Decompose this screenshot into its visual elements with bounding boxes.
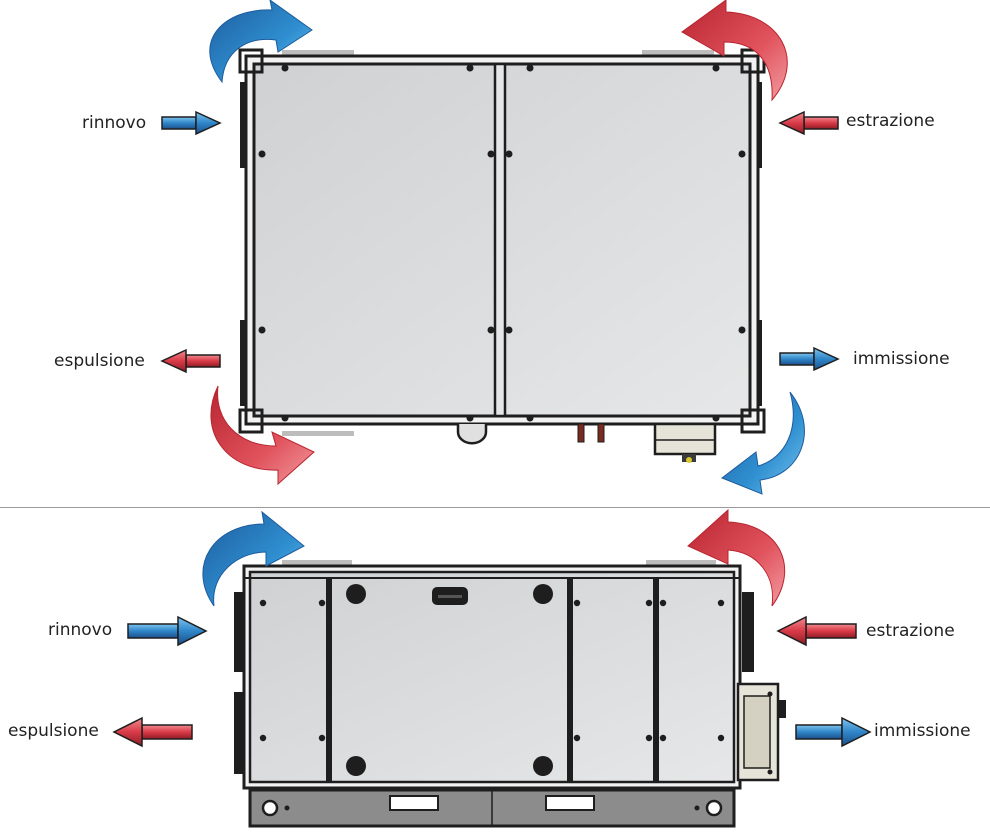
label-rinnovo-top: rinnovo	[82, 113, 147, 133]
curved-arrow-exhaust-bottom-left	[210, 385, 315, 486]
arrow-estrazione-top	[778, 110, 839, 136]
arrow-immissione-bottom	[795, 716, 872, 748]
label-estrazione-bottom: estrazione	[866, 621, 955, 641]
bottom-unit	[234, 560, 786, 828]
arrow-espulsione-bottom	[112, 716, 193, 748]
label-immissione-top: immissione	[853, 349, 950, 369]
curved-arrow-fresh-bottom-unit-left	[202, 510, 305, 607]
top-unit	[238, 48, 766, 463]
arrow-immissione-top	[779, 346, 840, 372]
label-estrazione-top: estrazione	[846, 111, 935, 131]
arrow-estrazione-bottom	[776, 615, 857, 647]
arrow-rinnovo-top	[161, 110, 222, 136]
label-rinnovo-bottom: rinnovo	[48, 620, 113, 640]
curved-arrow-exhaust-bottom-unit-right	[687, 508, 786, 607]
arrow-espulsione-top	[160, 348, 221, 374]
label-immissione-bottom: immissione	[874, 721, 971, 741]
label-espulsione-top: espulsione	[54, 351, 145, 371]
curved-arrow-fresh-top-left	[209, 0, 313, 84]
curved-arrow-fresh-bottom-right	[720, 391, 805, 495]
curved-arrow-exhaust-top-right	[681, 0, 788, 102]
section-divider	[0, 507, 990, 508]
arrow-rinnovo-bottom	[127, 615, 208, 647]
label-espulsione-bottom: espulsione	[8, 721, 99, 741]
